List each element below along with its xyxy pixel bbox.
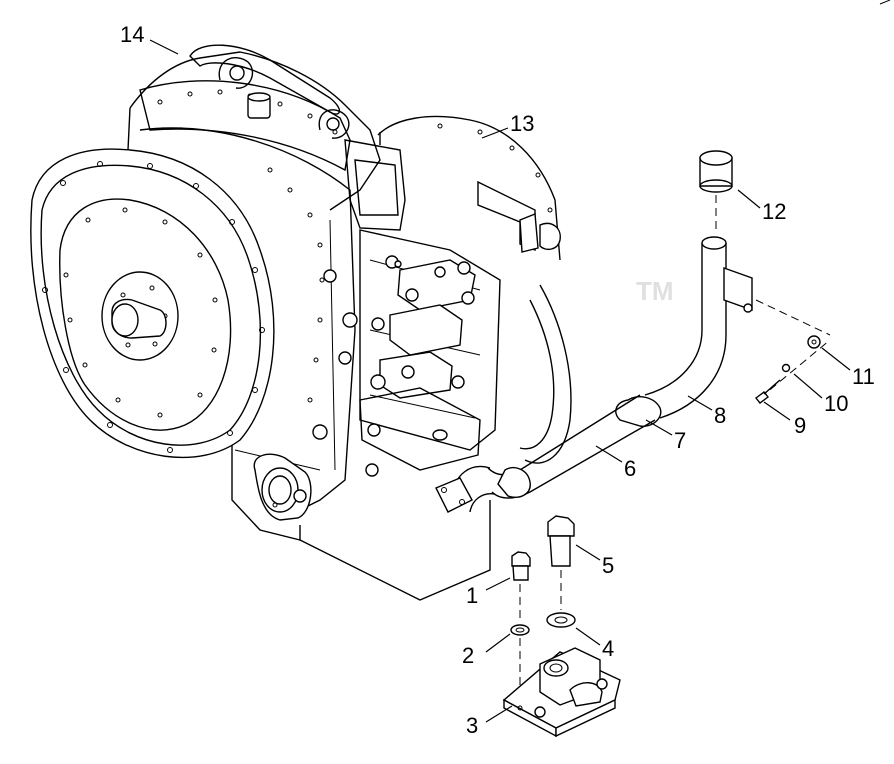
callout-8: 8 — [714, 403, 726, 428]
filler-tube-assembly — [435, 150, 831, 513]
corner-mark — [879, 0, 891, 5]
callout-7: 7 — [674, 428, 686, 453]
callout-5: 5 — [602, 553, 614, 578]
converter-housing — [377, 115, 572, 464]
callout-labels: 14 13 12 11 10 9 8 7 6 5 1 2 4 3 — [120, 22, 875, 738]
transmission-housing — [127, 44, 381, 511]
callout-1: 1 — [466, 583, 478, 608]
callout-6: 6 — [624, 456, 636, 481]
control-valve-body — [312, 139, 501, 477]
leader-lines — [149, 39, 851, 723]
callout-13: 13 — [510, 111, 534, 136]
watermark-logo: TM — [636, 276, 674, 306]
callout-12: 12 — [762, 199, 786, 224]
flywheel-housing — [30, 148, 275, 459]
lower-housing — [231, 445, 491, 601]
callout-4: 4 — [602, 636, 614, 661]
callout-14: 14 — [120, 22, 144, 47]
trademark-symbol: TM — [636, 276, 674, 306]
callout-11: 11 — [852, 364, 875, 389]
callout-3: 3 — [466, 713, 478, 738]
mount-pad-assembly — [502, 515, 621, 738]
callout-9: 9 — [794, 413, 806, 438]
callout-2: 2 — [462, 643, 474, 668]
bracket-fasteners — [755, 335, 831, 404]
callout-10: 10 — [824, 391, 848, 416]
